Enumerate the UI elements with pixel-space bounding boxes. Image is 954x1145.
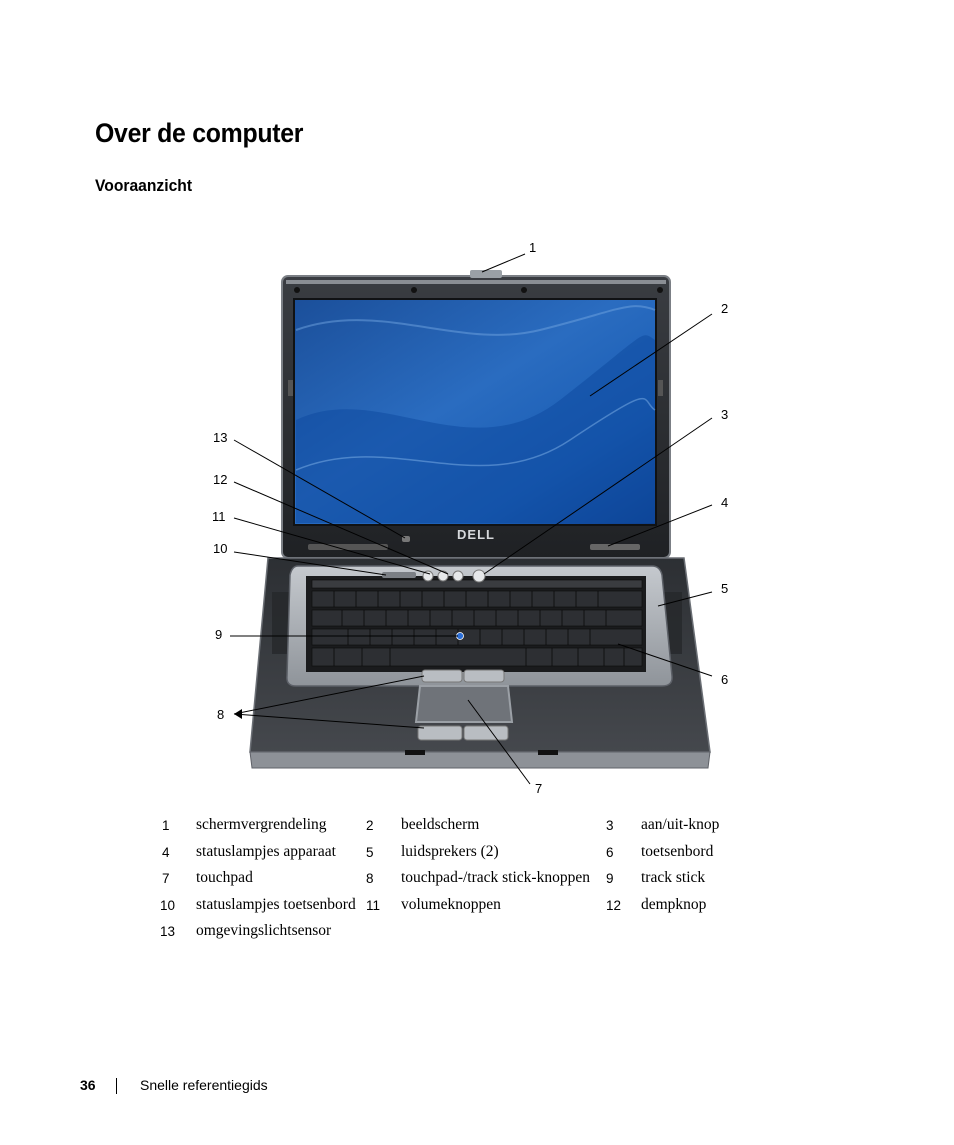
legend-label: statuslampjes toetsenbord: [196, 895, 356, 913]
callout-9: 9: [215, 627, 222, 642]
callout-2: 2: [721, 301, 728, 316]
latch-release: [470, 270, 502, 278]
footer-separator: [116, 1078, 117, 1094]
legend-num: 8: [366, 871, 374, 887]
legend-row: 4 statuslampjes apparaat 5 luidsprekers (2…: [160, 843, 760, 870]
laptop-figure: DELL: [212, 240, 728, 796]
legend-table: 1 schermvergrendeling 2 beeldscherm 3 aan/u…: [160, 816, 760, 949]
callout-11: 11: [212, 509, 226, 524]
legend-label: luidsprekers (2): [401, 842, 499, 860]
page-title: Over de computer: [95, 118, 304, 148]
volume-button-up: [437, 570, 449, 582]
callout-7: 7: [535, 781, 542, 796]
legend-label: schermvergrendeling: [196, 816, 327, 833]
legend-row: 1 schermvergrendeling 2 beeldscherm 3 aan/u…: [160, 816, 760, 843]
legend-row: 10 statuslampjes toetsenbord 11 volumeknop…: [160, 896, 760, 923]
legend-label: touchpad: [196, 869, 253, 887]
callout-6: 6: [721, 672, 728, 687]
legend-num: 2: [366, 818, 374, 833]
legend-label: statuslampjes apparaat: [196, 842, 336, 860]
legend-num: 7: [162, 871, 170, 887]
legend-num: 12: [606, 897, 622, 913]
volume-button-down: [422, 570, 434, 582]
device-status-lights: [590, 544, 640, 550]
legend-label: track stick: [641, 869, 706, 887]
callout-12: 12: [213, 472, 227, 487]
section-title: Vooraanzicht: [95, 176, 193, 195]
legend-num: 11: [366, 897, 381, 913]
legend-num: 13: [160, 924, 176, 940]
callout-8: 8: [217, 707, 224, 722]
legend-num: 9: [606, 871, 614, 887]
power-button: [472, 569, 486, 583]
laptop-base: [249, 557, 711, 769]
callout-10: 10: [213, 541, 227, 556]
callout-5: 5: [721, 581, 728, 596]
callout-lines: [230, 253, 713, 785]
legend-row: 7 touchpad 8 touchpad-/track stick-knoppen…: [160, 869, 760, 896]
callout-13: 13: [213, 430, 227, 445]
callout-arrowheads: [234, 709, 242, 719]
touchpad: [414, 685, 514, 723]
footer-doc-title: Snelle referentiegids: [140, 1077, 268, 1093]
legend-label: aan/uit-knop: [641, 816, 720, 833]
legend-label: omgevingslichtsensor: [196, 922, 332, 940]
legend-label: volumeknoppen: [401, 895, 501, 913]
callout-4: 4: [721, 495, 728, 510]
callout-1: 1: [529, 240, 536, 255]
legend-label: toetsenbord: [641, 842, 714, 860]
legend-num: 6: [606, 844, 614, 860]
legend-row: 13 omgevingslichtsensor: [160, 922, 760, 949]
laptop-lid: DELL: [281, 270, 671, 559]
legend-num: 3: [606, 818, 614, 833]
legend-label: beeldscherm: [401, 816, 480, 833]
legend-label: dempknop: [641, 895, 707, 913]
keyboard-status-lights: [382, 572, 416, 578]
page-number: 36: [80, 1077, 96, 1093]
legend-num: 1: [162, 818, 170, 833]
callout-3: 3: [721, 407, 728, 422]
legend-num: 5: [366, 844, 374, 860]
mute-button: [452, 570, 464, 582]
legend-label: touchpad-/track stick-knoppen: [401, 869, 590, 887]
legend-num: 4: [162, 844, 170, 860]
legend-num: 10: [160, 897, 176, 913]
dell-logo: DELL: [457, 527, 495, 542]
